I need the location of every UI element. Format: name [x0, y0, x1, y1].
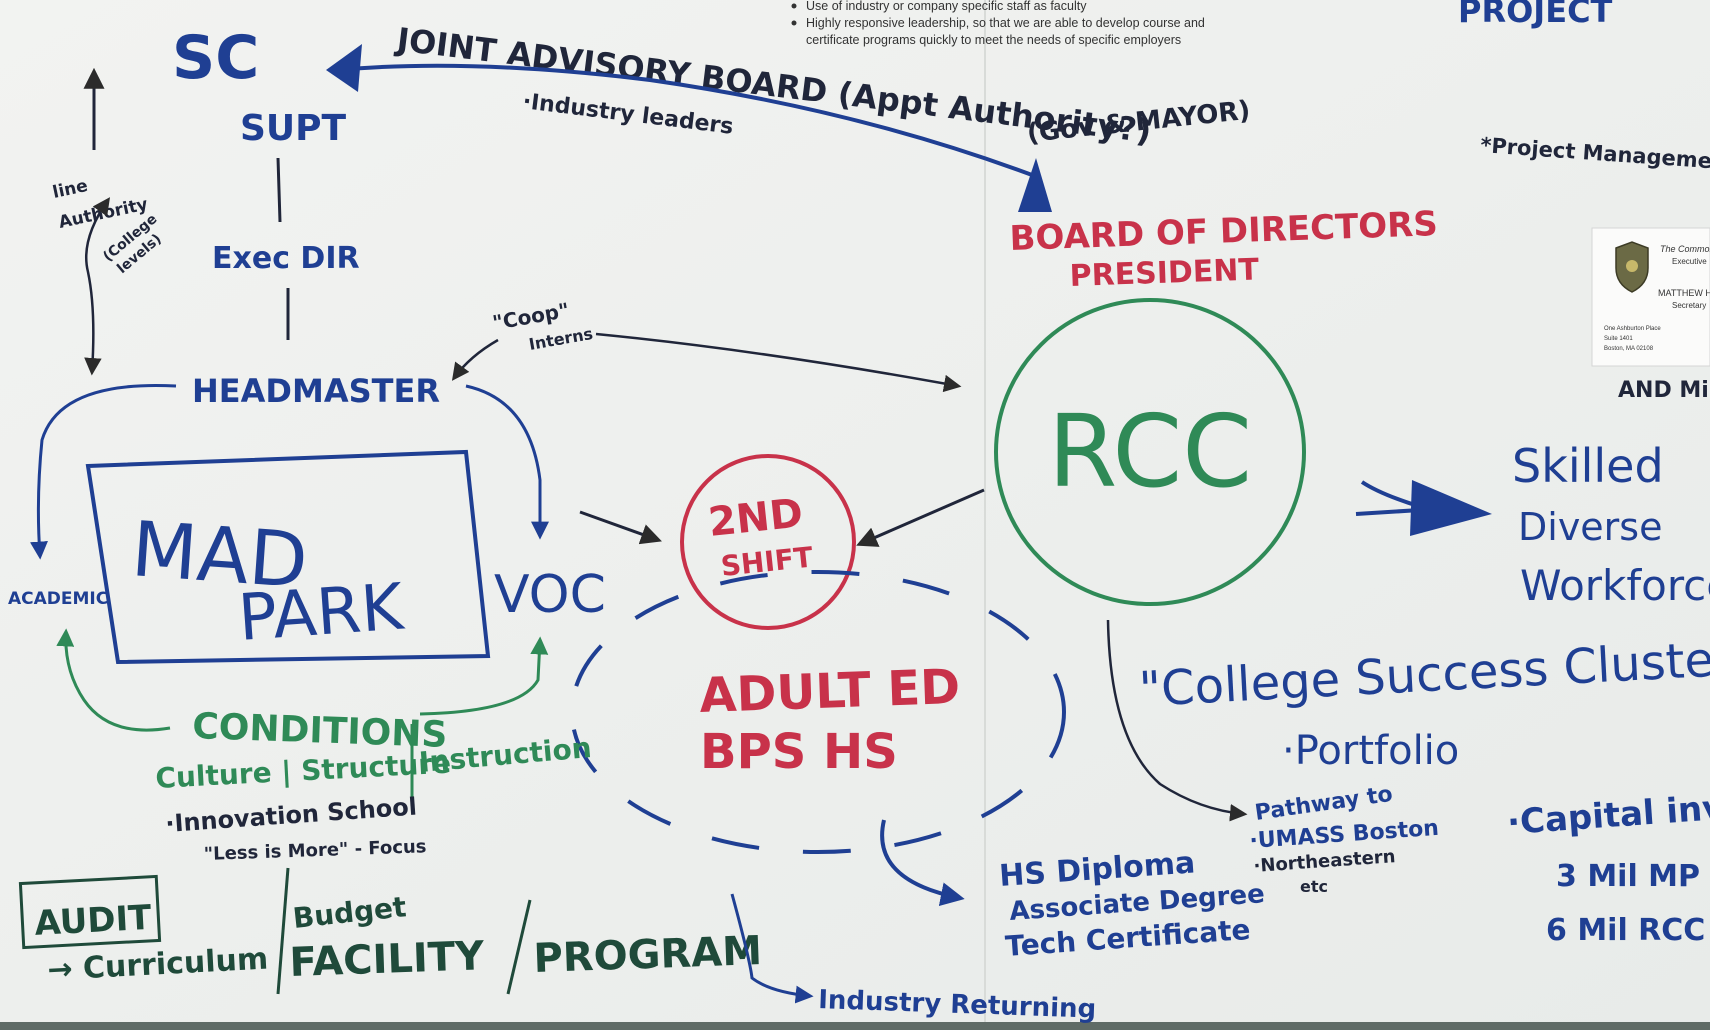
rcc-label: RCC	[1048, 393, 1252, 510]
coop-to-rcc-arrow	[595, 332, 962, 393]
president-label: PRESIDENT	[1069, 252, 1260, 294]
workforce-label: Workforce	[1520, 561, 1710, 610]
workforce-arrowhead	[1410, 480, 1492, 536]
conditions-to-voc-arrow	[419, 636, 549, 716]
headmaster-to-voc-arrow	[465, 384, 549, 540]
voc-to-2nd-shift-arrow	[579, 510, 662, 545]
letterhead-addr-3: Boston, MA 02108	[1604, 346, 1654, 352]
board-to-sc-arrow	[337, 63, 1041, 180]
industry-returning-arrow	[730, 893, 814, 1004]
project-title: PROJECT	[1458, 0, 1613, 30]
coop-to-headmaster-arrow	[451, 338, 499, 381]
letterhead-line-3: MATTHEW H.	[1658, 288, 1710, 298]
rcc-to-2nd-shift-arrow	[856, 488, 985, 547]
supt-exec-connector	[276, 157, 282, 223]
budget-divider	[276, 867, 290, 995]
adult-ed-label: ADULT ED	[698, 659, 960, 724]
rcc-to-pathway-arrow	[1106, 619, 1248, 822]
second-shift-circle	[680, 454, 856, 630]
portfolio-label: ·Portfolio	[1282, 728, 1459, 774]
second-shift-line-1: 2ND	[706, 490, 805, 546]
supt-label: SUPT	[240, 108, 347, 149]
adult-ed-to-diploma-arrow	[880, 819, 965, 906]
line-authority-arrow	[84, 197, 111, 376]
letterhead-addr-1: One Ashburton Place	[1604, 326, 1661, 332]
bottom-edge	[0, 1022, 1710, 1030]
skilled-label: Skilled	[1512, 439, 1664, 493]
program-label: PROGRAM	[533, 928, 763, 982]
audit-box	[18, 874, 162, 950]
facility-label: FACILITY	[289, 933, 486, 986]
headmaster-to-academic-arrow	[29, 383, 177, 560]
letterhead-line-4: Secretary	[1672, 301, 1706, 310]
conditions-to-academic-arrow	[56, 628, 171, 732]
audit-label: AUDIT	[34, 898, 154, 944]
printed-bullet-1: Use of industry or company specific staf…	[806, 0, 1087, 13]
diverse-label: Diverse	[1518, 505, 1663, 549]
letterhead-addr-2: Suite 1401	[1604, 336, 1633, 342]
voc-label: VOC	[494, 565, 606, 625]
printed-bullet-list: Use of industry or company specific staf…	[791, 0, 1205, 47]
conditions-label: CONDITIONS	[192, 706, 448, 756]
mad-park-box	[85, 449, 491, 665]
headmaster-label: HEADMASTER	[192, 372, 440, 410]
letterhead-line-1: The Common	[1660, 244, 1710, 254]
printed-bullet-3: certificate programs quickly to meet the…	[806, 33, 1181, 47]
and-mil-note: AND Mil	[1618, 378, 1710, 403]
rcc-circle	[994, 298, 1306, 606]
facility-program-divider	[506, 899, 532, 995]
letterhead-line-2: Executive	[1672, 257, 1707, 266]
academic-label: ACADEMIC	[8, 589, 108, 609]
sc-label: SC	[172, 23, 259, 93]
adult-ed-dashed-region	[570, 570, 1066, 854]
park-label: PARK	[236, 571, 408, 656]
letterhead-card: The Common Executive MATTHEW H. Secretar…	[1591, 227, 1710, 367]
sc-arrowhead	[326, 44, 362, 92]
bps-hs-label: BPS HS	[700, 724, 898, 780]
capital-6mil-label: 6 Mil RCC	[1546, 913, 1705, 948]
mad-label: MAD	[129, 504, 311, 605]
capital-3mil-label: 3 Mil MP	[1556, 859, 1700, 894]
printed-bullet-2: Highly responsive leadership, so that we…	[806, 16, 1205, 30]
exec-dir-label: Exec DIR	[212, 241, 360, 276]
etc-label: etc	[1300, 877, 1328, 896]
board-arrowhead	[1018, 158, 1052, 212]
